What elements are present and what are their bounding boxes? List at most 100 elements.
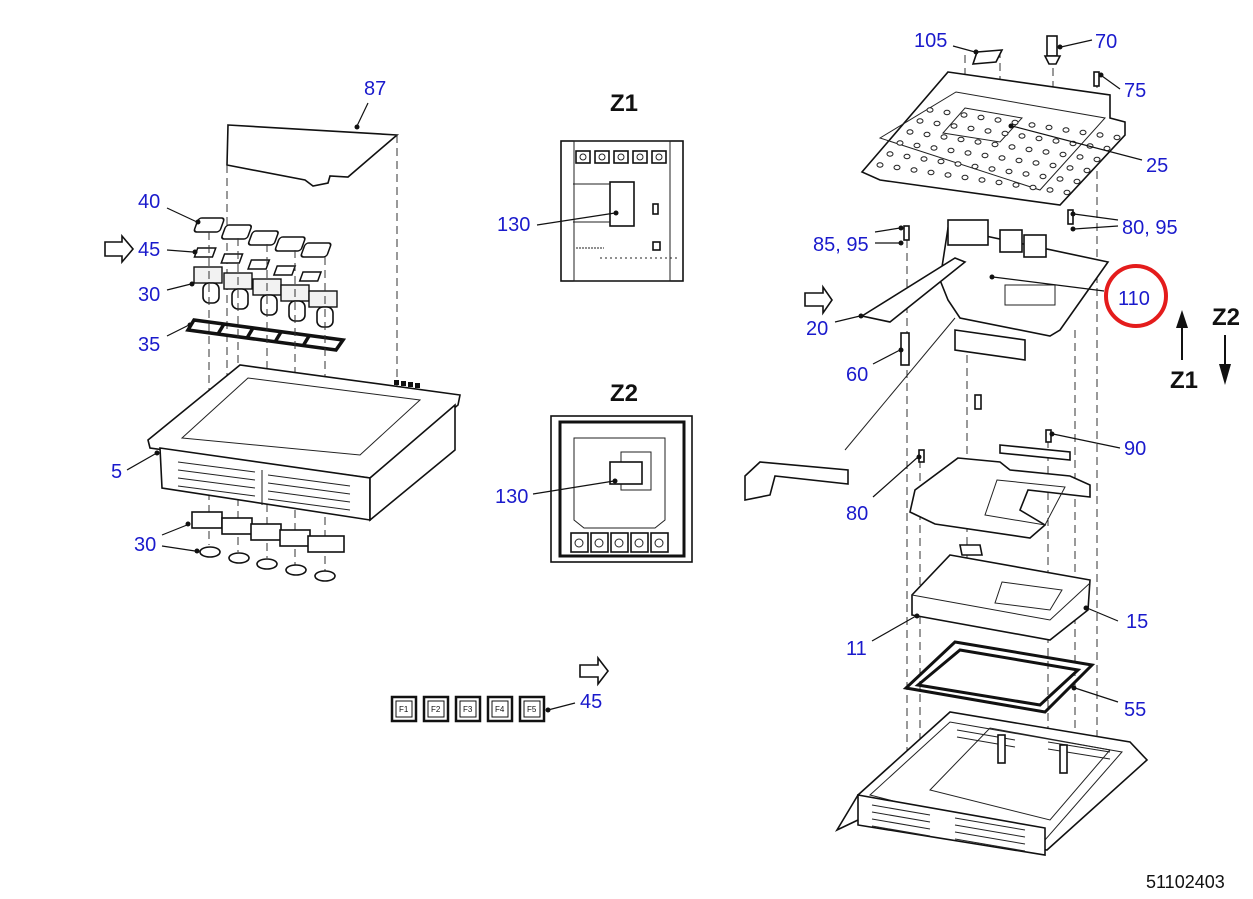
perforation-hole	[944, 172, 952, 178]
direction-label-z1: Z1	[1170, 367, 1198, 394]
label-20[interactable]: 20	[806, 318, 828, 340]
part-110-control-board	[939, 219, 1110, 410]
part-40-keycaps	[193, 217, 332, 258]
perforation-hole	[1059, 151, 1067, 158]
perforation-hole	[1022, 171, 1030, 177]
perforation-hole	[1025, 146, 1033, 153]
label-35[interactable]: 35	[138, 334, 160, 356]
perforation-hole	[927, 169, 935, 176]
perforation-hole	[974, 139, 982, 145]
perforation-hole	[1018, 133, 1026, 139]
perforation-hole	[1039, 173, 1047, 180]
label-105[interactable]: 105	[914, 30, 947, 52]
flat-cable	[744, 317, 956, 501]
label-30-bottom[interactable]: 30	[134, 534, 156, 556]
part-11-15-display-module	[911, 544, 1091, 641]
perforation-hole	[1042, 149, 1050, 155]
label-70[interactable]: 70	[1095, 31, 1117, 53]
label-5[interactable]: 5	[111, 461, 122, 483]
perforation-hole	[977, 114, 985, 121]
perforation-hole	[978, 177, 986, 183]
perforation-hole	[896, 140, 904, 146]
label-11[interactable]: 11	[846, 638, 867, 660]
label-55[interactable]: 55	[1124, 699, 1146, 721]
perforation-hole	[1113, 134, 1121, 141]
part-55-gasket	[902, 640, 1096, 714]
label-75[interactable]: 75	[1124, 80, 1146, 102]
fkey-F5: F5	[518, 695, 546, 723]
perforation-hole	[886, 151, 894, 157]
perforation-hole	[971, 163, 979, 170]
fkey-F4: F4	[486, 695, 514, 723]
part-5-front-housing	[147, 364, 461, 522]
perforation-hole	[910, 167, 918, 173]
part-25-perforated-cover	[860, 71, 1126, 206]
part-105-label-plate	[971, 49, 1004, 65]
perforation-hole	[1083, 167, 1091, 174]
perforation-hole	[954, 161, 962, 167]
perforation-hole	[1093, 156, 1101, 163]
label-80-95[interactable]: 80, 95	[1122, 217, 1178, 239]
perforation-hole	[933, 120, 941, 127]
part-35-gasket	[185, 318, 347, 352]
perforation-hole	[1001, 130, 1009, 137]
perforation-hole	[994, 117, 1002, 123]
perforation-hole	[913, 142, 921, 149]
perforation-hole	[893, 164, 901, 171]
part-20-ribbon-cable	[859, 257, 967, 323]
perforation-hole	[1012, 182, 1020, 188]
insert-arrow-icon	[104, 233, 135, 265]
perforation-hole	[964, 150, 972, 156]
perforation-hole	[1073, 178, 1081, 185]
label-15[interactable]: 15	[1126, 611, 1148, 633]
perforation-hole	[1011, 119, 1019, 126]
perforation-hole	[1046, 187, 1054, 193]
label-87[interactable]: 87	[364, 78, 386, 100]
part-87-cover-sheet	[226, 124, 400, 187]
perforation-hole	[967, 125, 975, 132]
perforation-hole	[1076, 154, 1084, 160]
perforation-hole	[906, 129, 914, 135]
perforation-hole	[1049, 162, 1057, 169]
perforation-hole	[960, 112, 968, 118]
label-90[interactable]: 90	[1124, 438, 1146, 460]
z1-label-130[interactable]: 130	[497, 214, 530, 236]
perforation-hole	[916, 118, 924, 124]
svg-text:F1: F1	[399, 705, 409, 714]
perforation-hole	[950, 123, 958, 129]
perforation-hole	[1045, 124, 1053, 131]
arrow-down-icon	[1219, 364, 1231, 385]
rear-housing	[834, 711, 1149, 856]
fkey-F1: F1	[390, 695, 418, 723]
label-45[interactable]: 45	[138, 239, 160, 261]
direction-indicators: Z1 Z2	[1170, 304, 1240, 394]
zoom-view-z1: Z1 130	[497, 90, 684, 282]
perforation-hole	[995, 179, 1003, 186]
perforation-hole	[947, 147, 955, 154]
perforation-hole	[876, 162, 884, 168]
perforation-hole	[1052, 138, 1060, 144]
perforation-hole	[937, 158, 945, 165]
plate-shield	[909, 429, 1091, 539]
label-60[interactable]: 60	[846, 364, 868, 386]
z1-title: Z1	[610, 90, 638, 117]
document-number: 51102403	[1146, 872, 1225, 892]
label-30-top[interactable]: 30	[138, 284, 160, 306]
label-45-fkeys[interactable]: 45	[580, 691, 602, 713]
perforation-hole	[1079, 129, 1087, 136]
svg-text:F4: F4	[495, 705, 505, 714]
label-25[interactable]: 25	[1146, 155, 1168, 177]
perforation-hole	[926, 107, 934, 113]
perforation-hole	[1029, 184, 1037, 191]
perforation-hole	[1056, 176, 1064, 182]
label-80[interactable]: 80	[846, 503, 868, 525]
perforation-hole	[988, 166, 996, 172]
label-40[interactable]: 40	[138, 191, 160, 213]
perforation-hole	[940, 134, 948, 140]
label-85-95[interactable]: 85, 95	[813, 234, 869, 256]
highlight-circle-110	[1104, 264, 1168, 328]
z2-label-130[interactable]: 130	[495, 486, 528, 508]
z2-title: Z2	[610, 380, 638, 407]
label-110[interactable]: 110	[1118, 288, 1150, 310]
